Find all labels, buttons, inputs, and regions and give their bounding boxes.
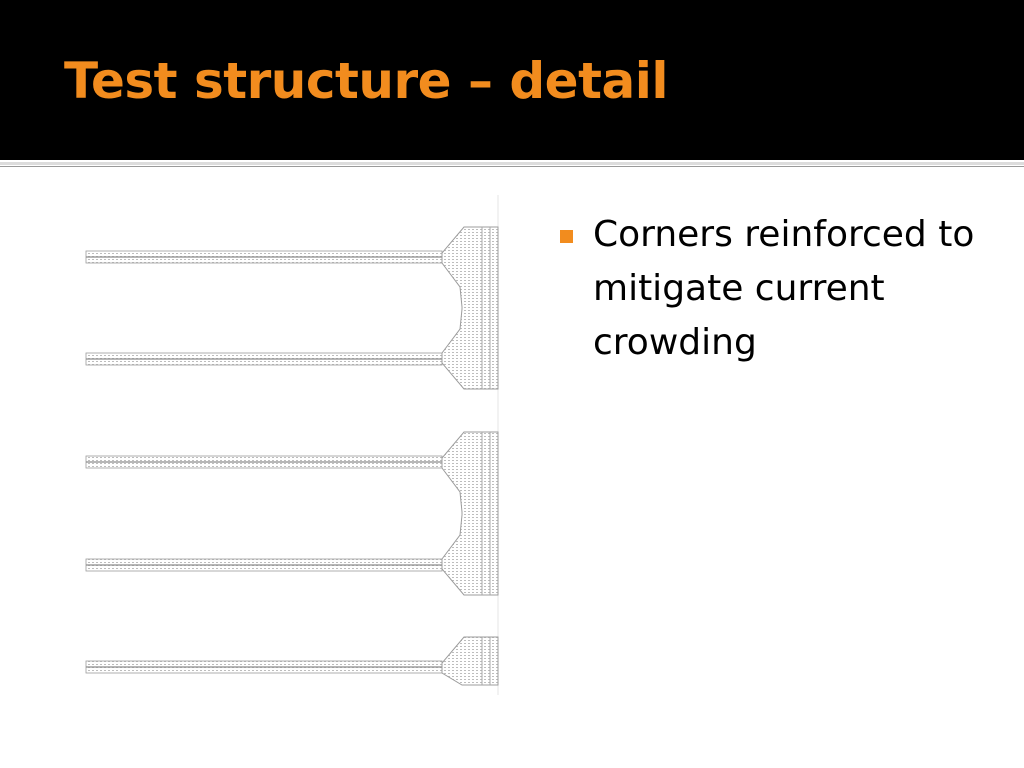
bullet-item: Corners reinforced to mitigate current c…	[560, 208, 990, 370]
title-divider-dark	[0, 166, 1024, 167]
slide-title: Test structure – detail	[64, 52, 669, 110]
bullet-text: Corners reinforced to mitigate current c…	[593, 214, 975, 363]
reinforced-corner-pad	[441, 636, 499, 686]
square-bullet-icon	[560, 230, 573, 243]
reinforced-corner-pad	[441, 226, 499, 390]
bullet-list: Corners reinforced to mitigate current c…	[560, 208, 990, 370]
reinforced-corner-pad	[441, 431, 499, 596]
title-divider-light	[0, 162, 1024, 165]
test-structure-figure	[85, 195, 499, 695]
title-bar: Test structure – detail	[0, 0, 1024, 160]
